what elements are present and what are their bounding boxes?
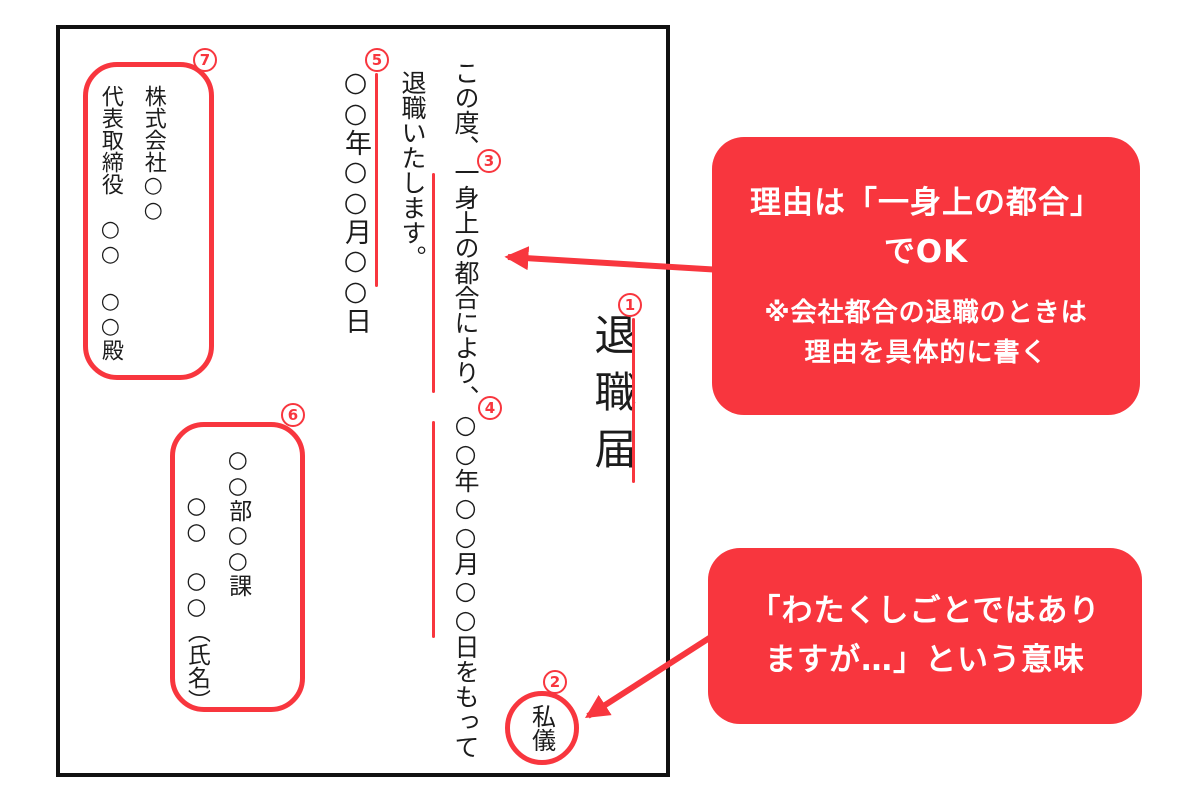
reason-note-line1: ※会社都合の退職のときは (764, 297, 1088, 328)
date-in-body-annotation-line (432, 421, 435, 638)
recipient-person: 代表取締役 ○○ ○○殿 (97, 85, 123, 361)
shigi-text: 私儀 (527, 704, 556, 752)
reason-title-line2: でOK (883, 233, 969, 270)
shigi-meaning-line1: 「わたくしごとではあり (749, 593, 1101, 630)
title-annotation-line (632, 318, 635, 483)
marker-2-shigi: 2 (543, 670, 567, 694)
sender-department: ○○部○○課 (224, 447, 251, 597)
reason-title-line1: 理由は「一身上の都合」 (750, 184, 1102, 221)
resignation-letter-document: 退職届 この度、一身上の都合により、○○年○○月○○日をもって 退職いたします。… (56, 25, 670, 777)
recipient-company: 株式会社○○ (140, 85, 166, 223)
document-title: 退職届 (588, 313, 637, 484)
recipient-annotation-box: 株式会社○○ 代表取締役 ○○ ○○殿 (83, 62, 214, 380)
submission-date: ○○年○○月○○日 (340, 67, 371, 334)
shigi-annotation-circle: 私儀 (505, 691, 579, 765)
reason-callout: 理由は「一身上の都合」 でOK ※会社都合の退職のときは 理由を具体的に書く (712, 137, 1140, 415)
body-text-closing: 退職いたします。 (398, 70, 427, 270)
marker-7-recipient: 7 (193, 48, 217, 72)
marker-6-sender: 6 (281, 403, 305, 427)
recipient-block: 株式会社○○ 代表取締役 ○○ ○○殿 (88, 85, 174, 361)
date-annotation-line (375, 73, 378, 287)
shigi-meaning-line2: ますが…」という意味 (764, 642, 1085, 678)
reason-annotation-line (432, 173, 435, 393)
sender-name: ○○ ○○（氏名） (183, 447, 210, 712)
sender-annotation-box: ○○部○○課 ○○ ○○（氏名） (170, 422, 305, 712)
reason-note-line2: 理由を具体的に書く (804, 337, 1048, 368)
shigi-meaning-callout: 「わたくしごとではあり ますが…」という意味 (708, 548, 1142, 724)
marker-5-submission-date: 5 (365, 48, 389, 72)
reason-callout-title: 理由は「一身上の都合」 でOK (750, 179, 1102, 277)
marker-3-reason: 3 (477, 149, 501, 173)
marker-4-retire-date: 4 (478, 396, 502, 420)
body-text-main: この度、一身上の都合により、○○年○○月○○日をもって (451, 60, 480, 759)
sender-block: ○○部○○課 ○○ ○○（氏名） (175, 447, 258, 712)
reason-callout-note: ※会社都合の退職のときは 理由を具体的に書く (764, 293, 1087, 374)
shigi-meaning-text: 「わたくしごとではあり ますが…」という意味 (749, 587, 1100, 685)
marker-1-title: 1 (618, 293, 642, 317)
